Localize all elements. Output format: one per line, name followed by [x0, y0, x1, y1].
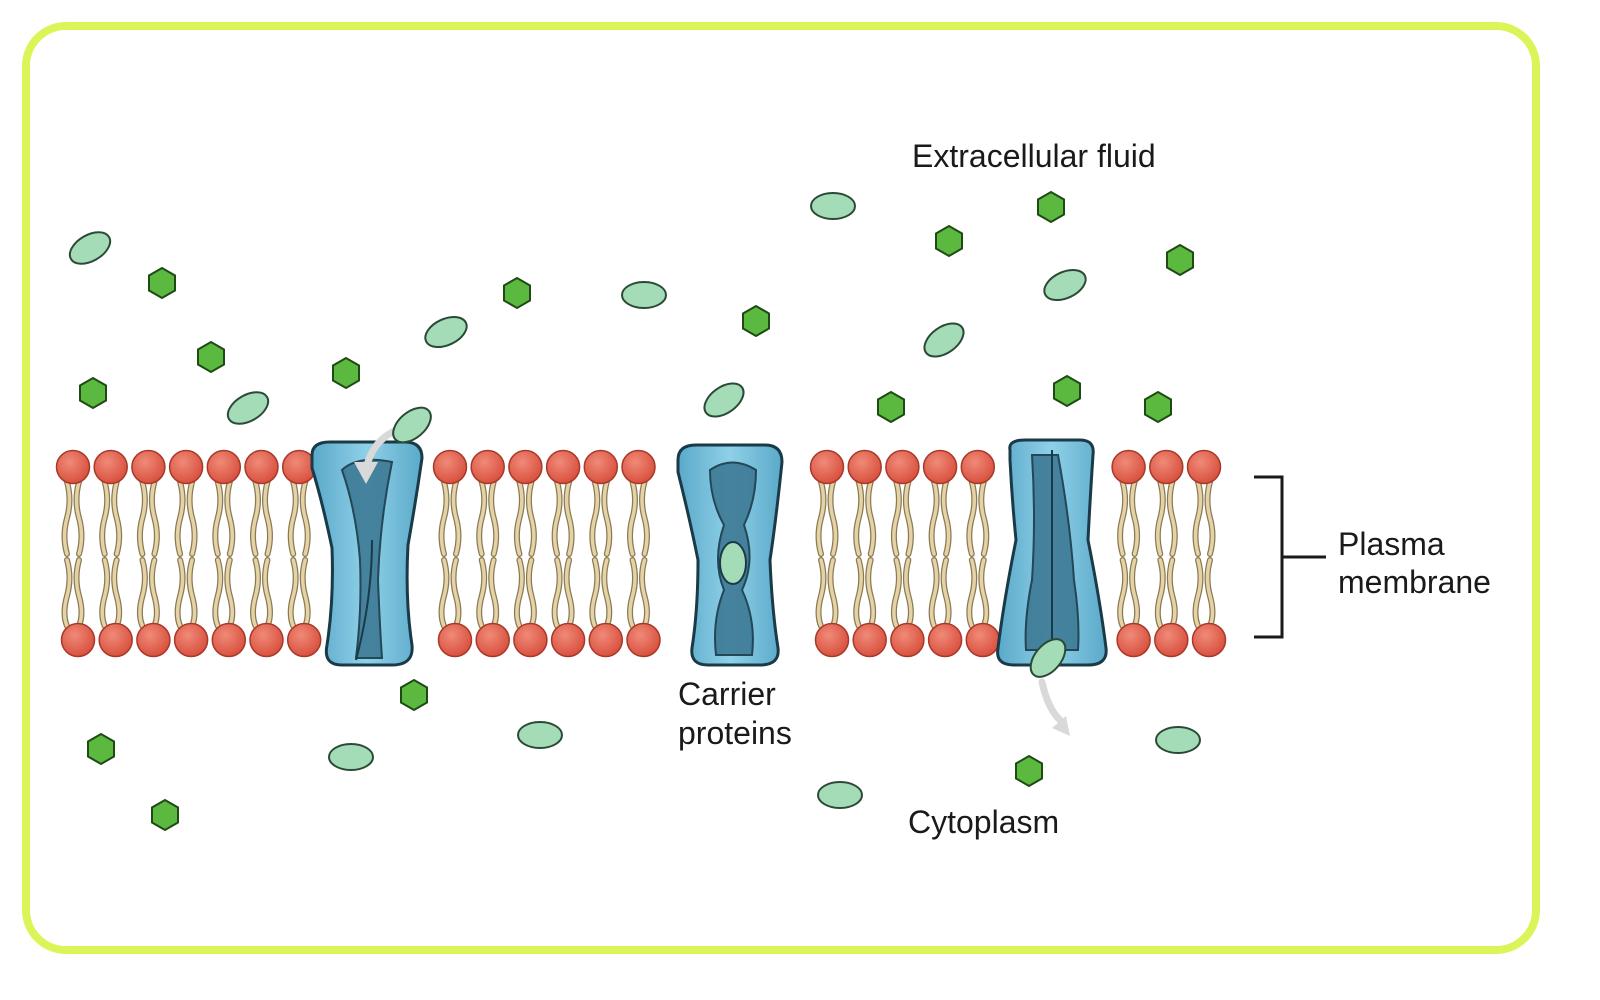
phospholipid-head [847, 449, 882, 485]
phospholipid-head [55, 449, 91, 485]
hexagon-solute [79, 376, 107, 410]
oval-solute [703, 382, 745, 418]
oval-solute [68, 231, 112, 265]
phospholipid-head [206, 449, 242, 485]
phospholipid-head [1154, 622, 1189, 658]
extracellular-label: Extracellular fluid [912, 138, 1156, 174]
oval-solute [517, 721, 563, 749]
phospholipid-head [1111, 449, 1146, 485]
phospholipid-head [168, 449, 204, 485]
cytoplasm-label: Cytoplasm [908, 804, 1059, 840]
exit-arrow [1038, 678, 1070, 736]
phospholipid-head [1191, 622, 1227, 658]
hexagon-solute [197, 340, 225, 374]
phospholipid-head [885, 449, 920, 485]
phospholipid-head [621, 449, 656, 485]
phospholipid-head [626, 622, 661, 658]
phospholipid-head [244, 449, 279, 485]
phospholipid-head [809, 449, 845, 485]
oval-solute [424, 315, 468, 349]
plasma-membrane-label-line2: membrane [1338, 564, 1491, 600]
phospholipid-head [588, 622, 624, 658]
phospholipid-head [927, 622, 963, 658]
hexagon-solute [1037, 190, 1065, 224]
oval-solute [226, 391, 270, 425]
phospholipid-head [814, 622, 850, 658]
phospholipid-head [852, 622, 887, 658]
carrier-protein-3 [996, 438, 1108, 667]
phospholipid-head [211, 622, 247, 658]
oval-solutes [68, 192, 1201, 809]
phospholipid-head [1116, 622, 1151, 658]
carrier-proteins-label-line1: Carrier [678, 676, 776, 712]
oval-solute [1043, 268, 1087, 302]
hexagon-solute [332, 356, 360, 390]
phospholipid-head [475, 622, 510, 658]
hexagon-solute [400, 678, 428, 712]
phospholipid-head [173, 622, 209, 658]
hexagon-solute [1015, 754, 1043, 788]
phospholipid-head [1186, 449, 1222, 485]
phospholipid-head [470, 449, 505, 485]
phospholipid-head [249, 622, 284, 658]
phospholipid-head [545, 449, 581, 485]
phospholipid-head [60, 622, 96, 658]
phospholipid-head [286, 622, 322, 658]
phospholipid-head [1149, 449, 1184, 485]
hexagon-solute [742, 304, 770, 338]
phospholipid-head [890, 622, 925, 658]
hexagon-solute [877, 390, 905, 424]
oval-solute [923, 322, 965, 358]
membrane-bracket [1254, 475, 1326, 639]
hexagon-solute [87, 732, 115, 766]
phospholipid-head [583, 449, 619, 485]
hexagon-solute [503, 276, 531, 310]
phospholipid-head [508, 449, 543, 485]
phospholipid-head [437, 622, 473, 658]
carrier-protein-1 [310, 440, 424, 667]
phospholipid-head [960, 449, 996, 485]
bound-solute [719, 541, 747, 585]
phospholipid-head [513, 622, 548, 658]
phospholipid-head [550, 622, 586, 658]
diagram-frame [22, 22, 1540, 954]
carrier-protein-2 [676, 443, 784, 667]
oval-solute [817, 781, 863, 809]
hexagon-solute [1053, 374, 1081, 408]
hexagon-solute [935, 224, 963, 258]
oval-solute [1155, 726, 1201, 754]
oval-solute [621, 281, 667, 309]
phospholipid-head [136, 622, 171, 658]
phospholipid-head [965, 622, 1001, 658]
oval-solute [392, 406, 432, 444]
hexagon-solute [148, 266, 176, 300]
hexagon-solute [1144, 390, 1172, 424]
oval-solute [1029, 638, 1067, 678]
phospholipid-head [131, 449, 166, 485]
phospholipid-head [432, 449, 468, 485]
phospholipid-head [922, 449, 958, 485]
hexagon-solutes [79, 190, 1194, 832]
carrier-proteins-label-line2: proteins [678, 715, 792, 751]
phospholipid-heads [55, 449, 1227, 658]
lipid-tails [61, 479, 1216, 629]
hexagon-solute [151, 798, 179, 832]
phospholipid-head [93, 449, 128, 485]
hexagon-solute [1166, 243, 1194, 277]
oval-solute [328, 743, 374, 771]
phospholipid-head [98, 622, 133, 658]
oval-solute [810, 192, 856, 220]
plasma-membrane-label-line1: Plasma [1338, 526, 1445, 562]
